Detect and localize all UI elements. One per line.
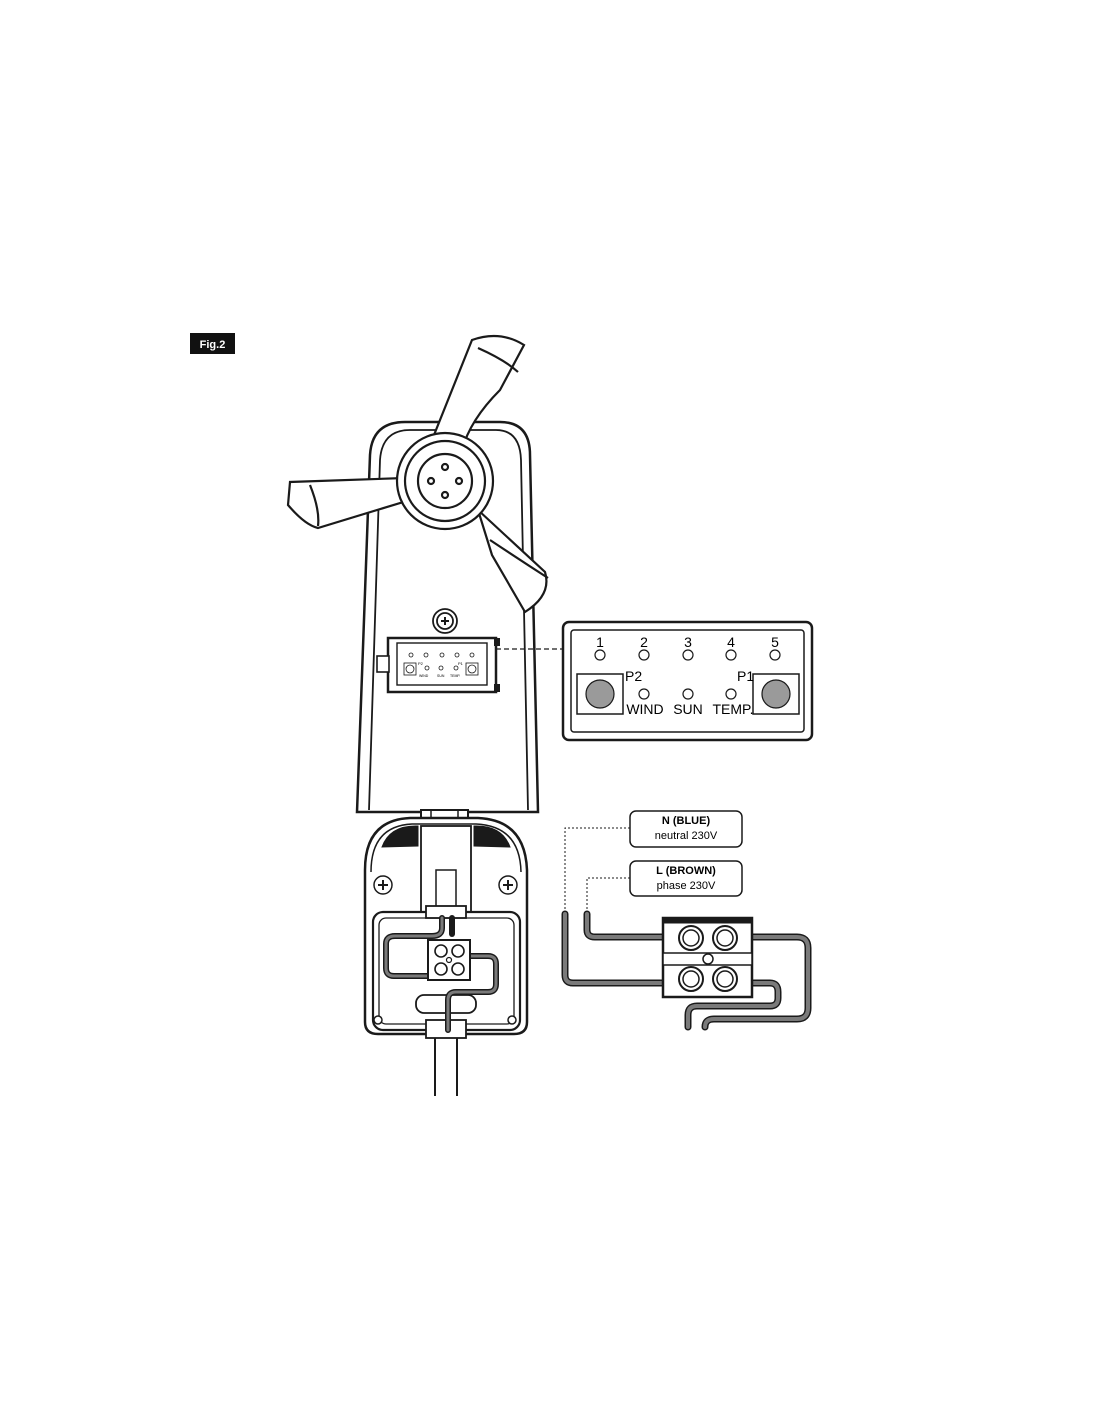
led-icon bbox=[423, 652, 429, 658]
small-p1-label: P1 bbox=[458, 661, 464, 666]
phase-desc: phase 230V bbox=[657, 880, 716, 892]
small-temp-label: TEMP. bbox=[450, 674, 460, 678]
led-icon bbox=[469, 652, 475, 658]
small-wind-label: WIND bbox=[419, 674, 429, 678]
terminal-block-icon bbox=[427, 939, 471, 981]
p2-label: P2 bbox=[625, 668, 642, 684]
led-icon bbox=[638, 688, 650, 700]
fan-icon bbox=[286, 334, 549, 614]
phase-title: L (BROWN) bbox=[656, 865, 716, 877]
control-panel-detail: 1 2 3 4 5 P2 P1 WIND SUN TEMP. bbox=[561, 620, 814, 742]
figure-tag-text: Fig.2 bbox=[200, 339, 226, 351]
internal-wiring bbox=[383, 915, 499, 1033]
phase-leader bbox=[586, 877, 630, 912]
screw-icon bbox=[432, 608, 458, 634]
figure-tag: Fig.2 bbox=[190, 333, 235, 354]
wind-label: WIND bbox=[626, 701, 663, 717]
led-label-3: 3 bbox=[684, 634, 692, 650]
led-label-1: 1 bbox=[596, 634, 604, 650]
led-icon bbox=[682, 688, 694, 700]
phase-label-box: L (BROWN) phase 230V bbox=[629, 860, 743, 897]
led-icon bbox=[769, 649, 781, 661]
temp-label: TEMP. bbox=[713, 701, 754, 717]
led-icon bbox=[682, 649, 694, 661]
junction-box bbox=[363, 809, 529, 1039]
led-icon bbox=[454, 652, 460, 658]
neutral-desc: neutral 230V bbox=[655, 830, 718, 842]
led-label-5: 5 bbox=[771, 634, 779, 650]
led-icon bbox=[594, 649, 606, 661]
sun-label: SUN bbox=[673, 701, 703, 717]
led-icon bbox=[439, 652, 445, 658]
small-p2-label: P2 bbox=[418, 661, 424, 666]
main-cable bbox=[434, 1038, 458, 1096]
led-icon bbox=[725, 688, 737, 700]
small-sun-label: SUN bbox=[437, 674, 445, 678]
led-label-4: 4 bbox=[727, 634, 735, 650]
p1-label: P1 bbox=[737, 668, 754, 684]
wiring-detail-wires bbox=[561, 910, 812, 1031]
p1-button-knob[interactable] bbox=[761, 679, 791, 709]
led-icon bbox=[408, 652, 414, 658]
p2-button-knob[interactable] bbox=[585, 679, 615, 709]
led-icon bbox=[638, 649, 650, 661]
neutral-title: N (BLUE) bbox=[662, 815, 711, 827]
neutral-leader bbox=[564, 827, 630, 912]
led-icon bbox=[725, 649, 737, 661]
neutral-label-box: N (BLUE) neutral 230V bbox=[629, 810, 743, 848]
terminal-block-detail bbox=[661, 916, 754, 999]
led-label-2: 2 bbox=[640, 634, 648, 650]
body-control-panel: P2 P1 WIND SUN TEMP. bbox=[376, 636, 500, 694]
